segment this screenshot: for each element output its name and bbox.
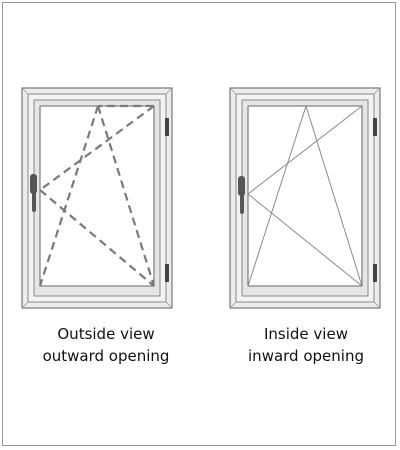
handle-icon [30,174,37,212]
window-outside-view [21,87,173,309]
opening-lines-solid [247,105,363,287]
glass-pane [247,105,363,287]
window-inside-view [229,87,381,309]
caption-line-2: inward opening [248,347,364,365]
caption-line-2: outward opening [42,347,170,365]
bevel-corner [21,301,29,309]
hinge-icon [373,118,377,136]
bevel-corner [165,87,173,95]
caption-inside-view: Inside view inward opening [216,323,396,367]
caption-line-1: Outside view [57,325,155,343]
caption-outside-view: Outside view outward opening [16,323,196,367]
bevel-corner [165,301,173,309]
glass-pane [39,105,155,287]
bevel-corner [373,87,381,95]
bevel-corner [21,87,29,95]
bevel-corner [373,301,381,309]
hinge-icon [165,264,169,282]
handle-icon [238,176,245,214]
hinge-icon [165,118,169,136]
caption-line-1: Inside view [264,325,348,343]
bevel-corner [229,87,237,95]
hinge-icon [373,264,377,282]
bevel-corner [229,301,237,309]
opening-lines-dashed [38,104,156,287]
